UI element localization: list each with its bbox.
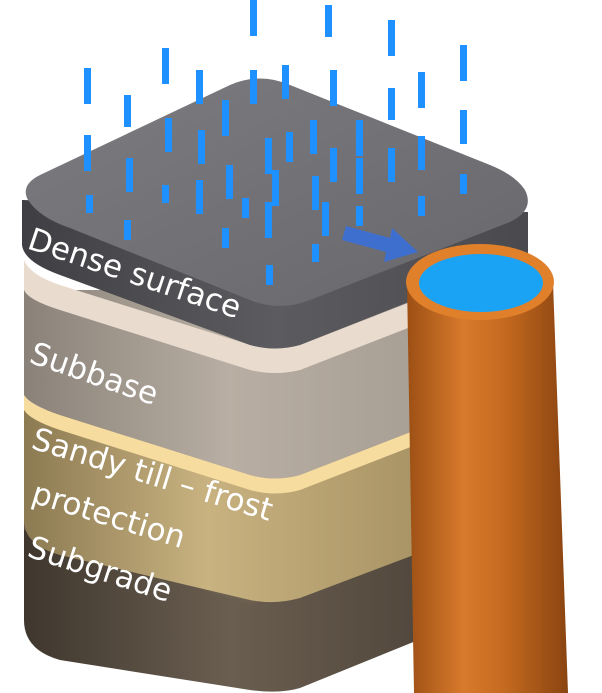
rain-drop bbox=[322, 202, 329, 236]
rain-drop bbox=[222, 100, 229, 136]
rain-drop bbox=[388, 148, 395, 182]
rain-drop bbox=[272, 170, 279, 206]
rain-drops-icon bbox=[84, 0, 467, 285]
rain-drop bbox=[388, 88, 395, 120]
rain-drop bbox=[310, 120, 317, 154]
subbase-layer bbox=[24, 260, 480, 479]
rain-drop bbox=[265, 202, 272, 238]
rain-drop bbox=[86, 195, 93, 213]
rain-drop bbox=[460, 45, 467, 81]
drain-pipe-water bbox=[419, 254, 543, 312]
rain-drop bbox=[312, 244, 319, 262]
rain-drop bbox=[84, 68, 91, 104]
rain-drop bbox=[388, 20, 395, 56]
rain-drop bbox=[356, 206, 363, 226]
rain-drop bbox=[242, 198, 249, 218]
drain-pipe-body bbox=[407, 282, 568, 693]
rain-drop bbox=[282, 65, 289, 99]
rain-drop bbox=[356, 120, 363, 156]
flow-arrow-icon bbox=[342, 226, 418, 262]
rain-drop bbox=[312, 176, 319, 210]
rain-drop bbox=[325, 5, 332, 37]
rain-drop bbox=[418, 72, 425, 108]
subbase-top-band bbox=[24, 260, 480, 373]
rain-drop bbox=[356, 158, 363, 194]
rain-drop bbox=[250, 0, 257, 36]
drain-pipe-icon bbox=[406, 244, 568, 693]
rain-drop bbox=[266, 265, 273, 285]
rain-drop bbox=[162, 185, 169, 203]
rain-drop bbox=[222, 228, 229, 248]
rain-drop bbox=[124, 95, 131, 127]
rain-drop bbox=[330, 148, 337, 182]
rain-drop bbox=[162, 48, 169, 84]
sandy-till-layer bbox=[24, 395, 480, 603]
sandy-till-top-band bbox=[24, 395, 480, 494]
rain-drop bbox=[84, 135, 91, 171]
rain-drop bbox=[418, 136, 425, 170]
rain-drop bbox=[330, 70, 337, 106]
rain-drop bbox=[460, 174, 467, 194]
rain-drop bbox=[198, 130, 205, 164]
rain-drop bbox=[165, 118, 172, 152]
rain-drop bbox=[196, 70, 203, 104]
rain-drop bbox=[460, 110, 467, 144]
rain-drop bbox=[418, 196, 425, 216]
rain-drop bbox=[124, 220, 131, 240]
rain-drop bbox=[265, 138, 272, 174]
rain-drop bbox=[286, 132, 293, 162]
rain-drop bbox=[196, 180, 203, 214]
rain-drop bbox=[226, 165, 233, 199]
rain-drop bbox=[126, 158, 133, 192]
rain-drop bbox=[250, 70, 257, 104]
